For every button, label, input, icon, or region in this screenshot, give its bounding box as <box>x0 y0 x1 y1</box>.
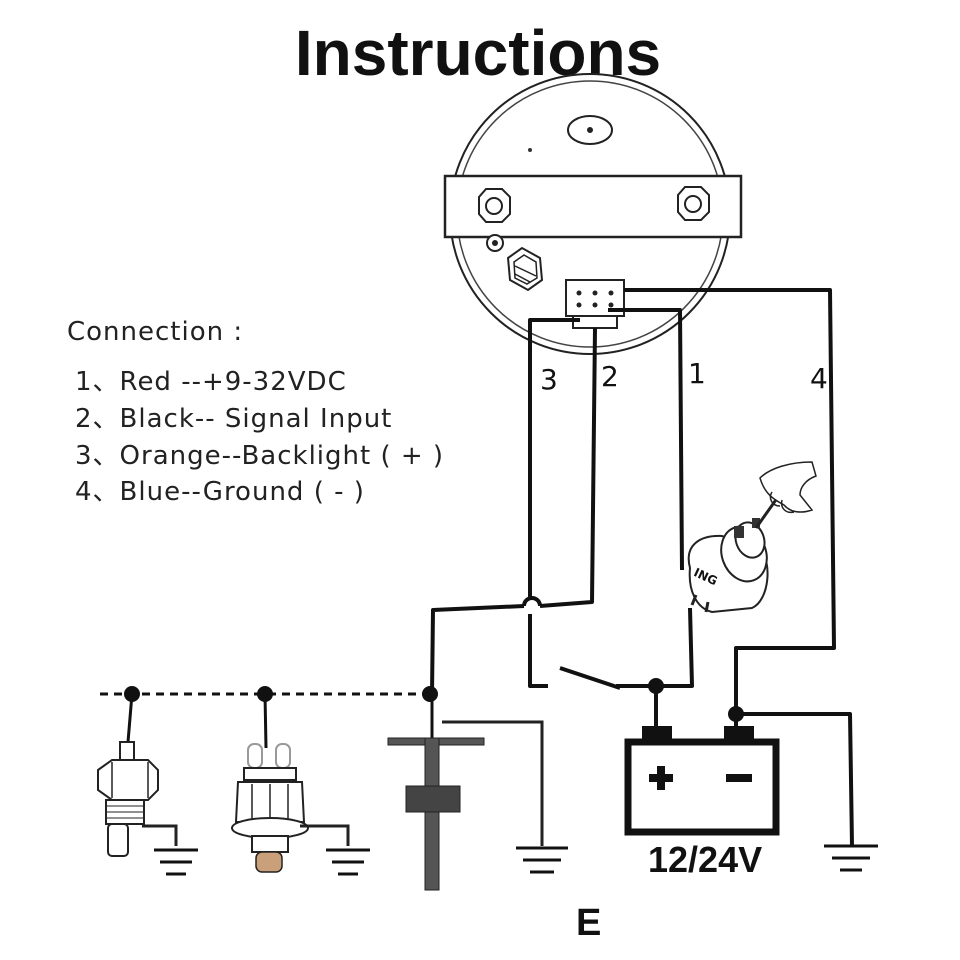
wire-2-signal <box>539 327 597 608</box>
connection-item-1: 1、Red --+9-32VDC <box>75 367 347 397</box>
wire-1-to-battery <box>656 607 694 688</box>
wire-label-4: 4 <box>810 362 828 395</box>
wire-label-1: 1 <box>688 357 706 390</box>
ground-symbol <box>326 848 370 876</box>
bracket-nut-left <box>478 188 511 223</box>
wire-1-power <box>608 308 684 571</box>
connection-item-4: 4、Blue--Ground ( - ) <box>75 477 365 507</box>
wire-3-backlight <box>528 318 580 598</box>
connection-legend: Connection : 1、Red --+9-32VDC 2、Black-- … <box>67 317 444 507</box>
pressure-sensor <box>231 693 370 876</box>
ignition-switch: ING <box>687 461 817 614</box>
gauge-connector <box>565 279 625 329</box>
ground-symbol <box>516 846 568 874</box>
ground-letter: E <box>576 902 601 944</box>
wire-label-3: 3 <box>540 363 558 396</box>
temperature-sensor <box>97 693 198 876</box>
backlight-socket <box>506 246 544 292</box>
connection-item-3: 3、Orange--Backlight ( + ) <box>75 441 444 471</box>
battery-minus-icon <box>726 774 752 782</box>
ground-symbol <box>154 848 198 876</box>
wires <box>430 288 854 847</box>
tank-sender <box>387 694 568 891</box>
battery-plus-icon <box>649 766 673 790</box>
battery: 12/24V <box>624 726 780 880</box>
backlight-switch <box>559 666 621 690</box>
hand-turning-key <box>759 461 817 513</box>
wire-label-2: 2 <box>601 360 619 393</box>
bracket-nut-right <box>677 186 710 221</box>
connection-item-2: 2、Black-- Signal Input <box>75 404 392 434</box>
battery-voltage: 12/24V <box>648 839 762 880</box>
gauge-rear-view <box>443 73 743 355</box>
connection-heading: Connection : <box>67 317 243 347</box>
wire-4-ground <box>624 288 836 714</box>
ground-symbol <box>824 844 878 872</box>
